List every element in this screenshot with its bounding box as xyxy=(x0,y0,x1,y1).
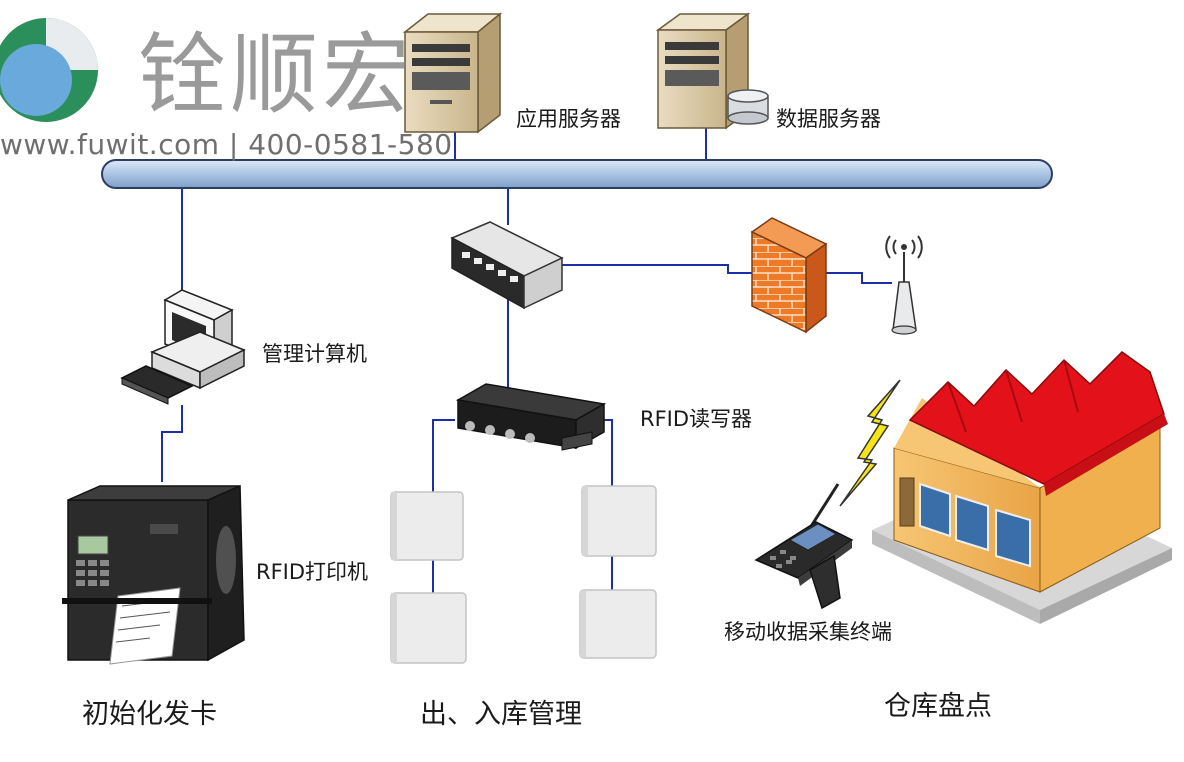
rfid-printer-icon xyxy=(62,484,245,665)
rfid-antenna-2 xyxy=(581,485,657,557)
mobile-terminal-icon xyxy=(754,483,854,610)
app-server-label: 应用服务器 xyxy=(516,107,621,131)
line-reader-left-antennas xyxy=(432,419,455,593)
wireless-access-point-icon xyxy=(885,235,923,335)
data-server-label: 数据服务器 xyxy=(776,107,881,131)
logo-icon xyxy=(0,18,98,122)
management-pc-label: 管理计算机 xyxy=(262,342,367,366)
rfid-antenna-3 xyxy=(390,592,467,664)
brand-watermark: 铨顺宏 xyxy=(138,23,415,126)
line-switch-firewall xyxy=(508,264,755,274)
management-computer-icon xyxy=(120,289,246,405)
rfid-antenna-1 xyxy=(390,491,464,561)
app-server-icon xyxy=(402,12,503,134)
mobile-terminal-label: 移动收据采集终端 xyxy=(724,620,892,644)
warehouse-icon xyxy=(872,351,1172,624)
rfid-printer-label: RFID打印机 xyxy=(256,560,369,584)
lightning-bolt-icon xyxy=(839,379,901,507)
section-in-out: 出、入库管理 xyxy=(420,699,582,730)
firewall-icon xyxy=(750,217,828,334)
database-icon xyxy=(727,89,769,125)
line-pc-printer xyxy=(161,405,183,482)
data-server-icon xyxy=(655,12,769,130)
section-inventory: 仓库盘点 xyxy=(884,691,992,722)
network-switch-icon xyxy=(450,221,564,310)
rfid-antenna-4 xyxy=(579,589,657,659)
rfid-reader-icon xyxy=(455,383,607,451)
network-bus xyxy=(101,159,1053,189)
line-firewall-ap xyxy=(822,272,892,284)
section-init-card: 初始化发卡 xyxy=(82,699,217,730)
rfid-reader-label: RFID读写器 xyxy=(640,407,753,431)
contact-watermark: www.fuwit.com | 400-0581-580 xyxy=(0,128,453,161)
